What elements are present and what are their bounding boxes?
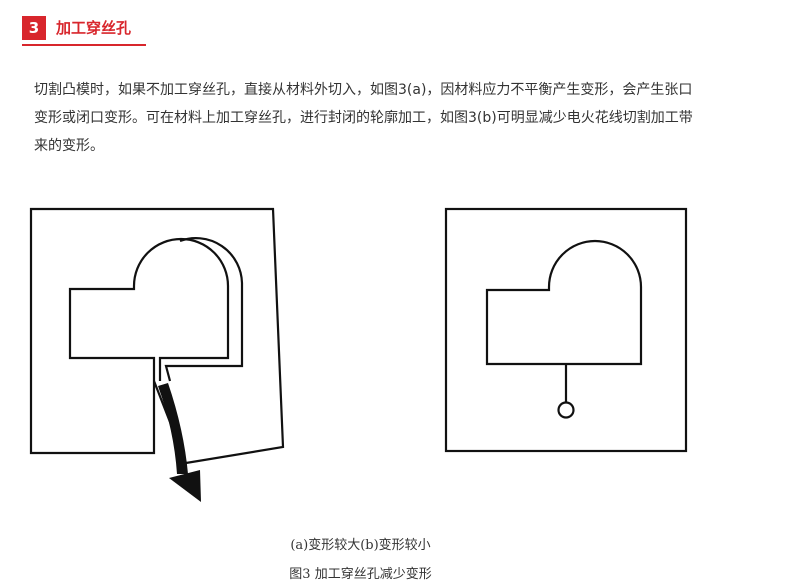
punch-b-contour bbox=[485, 239, 643, 403]
section-header: 3 加工穿丝孔 bbox=[22, 14, 146, 46]
body-paragraph: 切割凸模时，如果不加工穿丝孔，直接从材料外切入，如图3(a)，因材料应力不平衡产… bbox=[34, 82, 693, 154]
section-title: 加工穿丝孔 bbox=[56, 19, 132, 37]
section-number-badge: 3 bbox=[22, 16, 46, 40]
punch-a-contour-outer bbox=[164, 237, 244, 382]
figure-sub-caption: (a)变形较大(b)变形较小 bbox=[290, 538, 431, 553]
figure-b-plate bbox=[444, 207, 688, 453]
section-underline bbox=[22, 44, 146, 46]
deformation-arrow-icon bbox=[158, 383, 201, 502]
threading-hole-icon bbox=[557, 401, 575, 419]
punch-a-contour-inner bbox=[68, 237, 230, 381]
figure-a-deformed-plate bbox=[29, 207, 285, 465]
figure-illustration bbox=[29, 207, 688, 502]
plate-a-outline bbox=[29, 207, 285, 465]
figure-caption: 图3 加工穿丝孔减少变形 bbox=[289, 567, 432, 582]
plate-b-outline bbox=[444, 207, 688, 453]
